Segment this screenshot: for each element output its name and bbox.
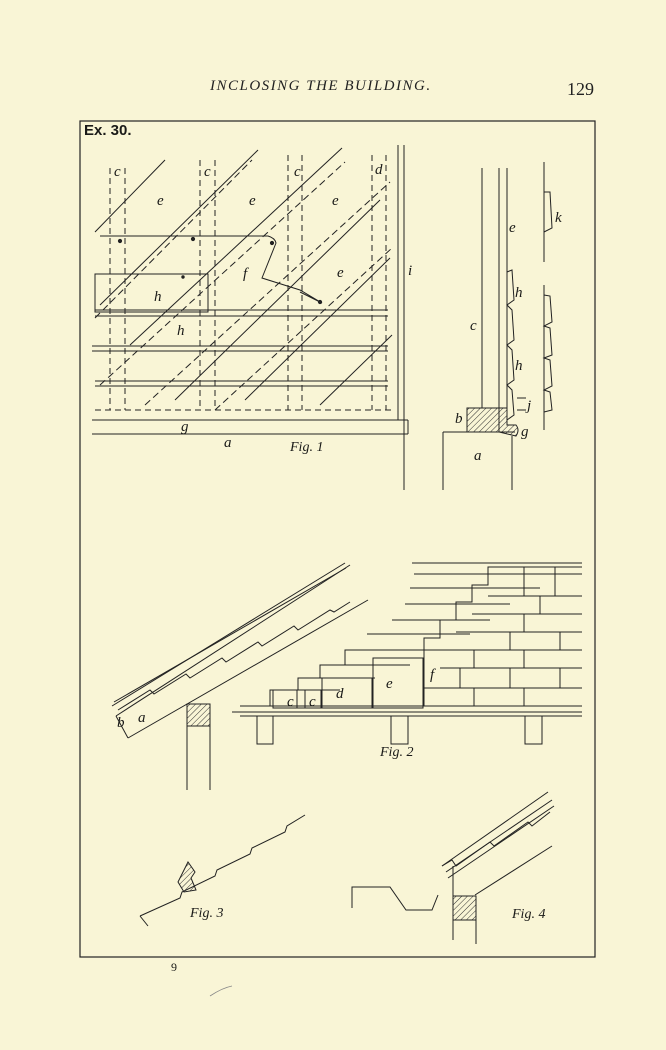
- fig2-label-a: a: [138, 710, 146, 726]
- fig4-drawing: [351, 791, 555, 944]
- fig1-f-sheet: [100, 235, 323, 304]
- fig1-caption: Fig. 1: [289, 440, 323, 455]
- fig1-h-board: [94, 273, 209, 313]
- fig2-labels: a b c c d e f Fig. 2: [117, 667, 436, 760]
- fig1-siding: [92, 309, 388, 387]
- section-labels: e k h h c j b g a: [455, 210, 562, 464]
- plate-border: [79, 120, 596, 958]
- pencil-mark: [209, 985, 233, 997]
- fig2-label-f: f: [430, 667, 436, 683]
- fig1-label-g: g: [181, 419, 189, 435]
- running-title: INCLOSING THE BUILDING.: [210, 78, 432, 94]
- section-label-e: e: [509, 220, 516, 236]
- fig2-label-c2: c: [309, 694, 316, 710]
- fig1-label-i: i: [408, 263, 412, 279]
- section-label-b: b: [455, 411, 463, 427]
- fig2-label-e: e: [386, 676, 393, 692]
- signature-mark: 9: [171, 960, 177, 974]
- fig3-caption: Fig. 3: [189, 906, 223, 921]
- fig2-label-c1: c: [287, 694, 294, 710]
- fig1-label-d: d: [375, 162, 383, 178]
- fig1-label-e2: e: [249, 193, 256, 209]
- section-label-c: c: [470, 318, 477, 334]
- section-label-k: k: [555, 210, 562, 226]
- fig1-label-h1: h: [154, 289, 162, 305]
- fig1-label-h2: h: [177, 323, 185, 339]
- fig1-label-e3: e: [332, 193, 339, 209]
- fig1-label-f: f: [243, 266, 249, 282]
- section-view: [442, 162, 553, 490]
- fig1-elevation: [92, 145, 409, 490]
- fig1-studs: [95, 155, 392, 411]
- fig2-label-d: d: [336, 686, 344, 702]
- exercise-label: Ex. 30.: [84, 122, 132, 139]
- fig1-labels: c c c d e e e e f h h i g a Fig. 1: [114, 162, 412, 455]
- fig1-dashed-diagonals: [94, 159, 393, 411]
- fig2-roof-section: [111, 562, 369, 790]
- fig1-label-a: a: [224, 435, 232, 451]
- fig1-label-c1: c: [114, 164, 121, 180]
- fig1-label-c2: c: [204, 164, 211, 180]
- section-label-h1: h: [515, 285, 523, 301]
- fig1-label-e1: e: [157, 193, 164, 209]
- section-label-g: g: [521, 424, 529, 440]
- page-header: INCLOSING THE BUILDING. 129: [0, 0, 666, 110]
- fig3-drawing: [139, 814, 306, 927]
- fig1-label-e4: e: [337, 265, 344, 281]
- fig2-caption: Fig. 2: [379, 745, 413, 760]
- section-label-a: a: [474, 448, 482, 464]
- section-label-j: j: [525, 398, 531, 414]
- fig2-label-b: b: [117, 715, 125, 731]
- fig1-label-c3: c: [294, 164, 301, 180]
- fig4-caption: Fig. 4: [511, 907, 545, 922]
- fig2-shingle-layers: [232, 562, 582, 745]
- section-label-h2: h: [515, 358, 523, 374]
- page-number: 129: [567, 79, 594, 99]
